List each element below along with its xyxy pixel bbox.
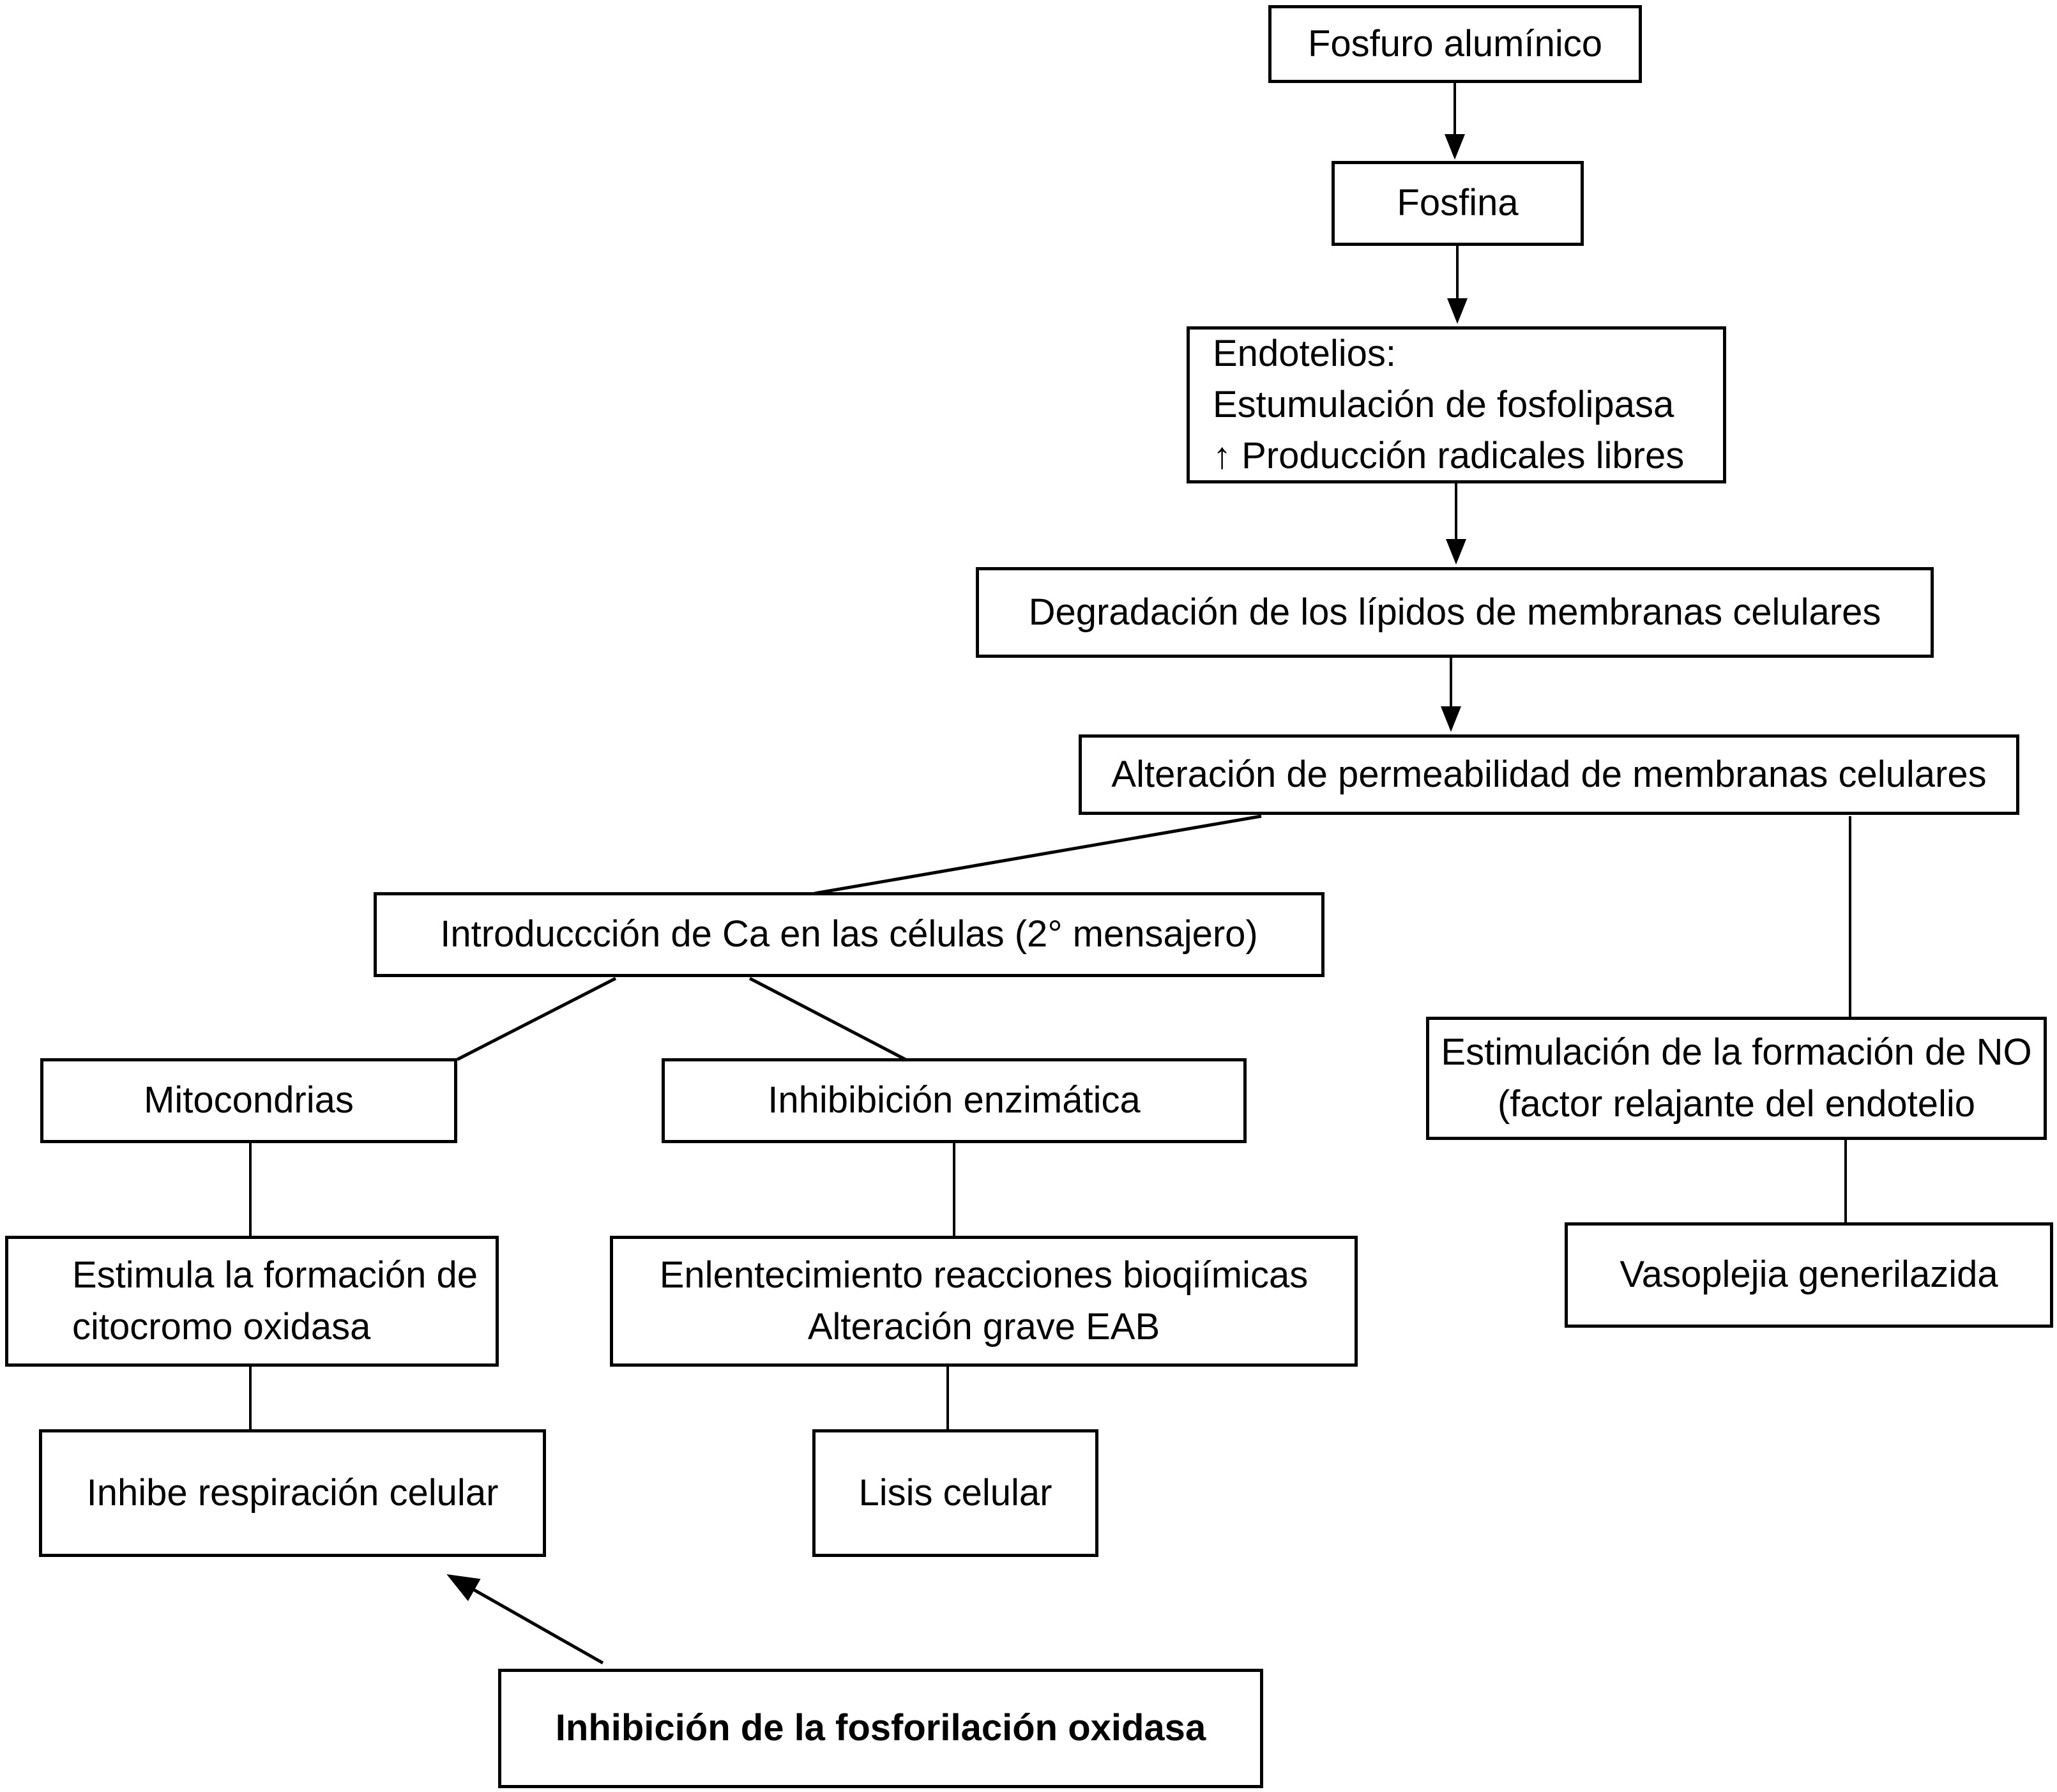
node-fosfina: Fosfina: [1332, 161, 1584, 246]
node-inhibe-respiracion: Inhibe respiración celular: [39, 1429, 546, 1557]
line-introduccion-to-inhibibicion: [748, 976, 907, 1061]
node-alteracion-permeabilidad: Alteración de permeabilidad de membranas…: [1079, 734, 2019, 815]
node-enlentecimiento: Enlentecimiento reacciones bioqiímicas A…: [610, 1236, 1358, 1367]
arrow-fosforilacion-to-inhibe: [446, 1574, 604, 1665]
node-endotelios: Endotelios: Estumulación de fosfolipasa …: [1187, 326, 1726, 483]
node-inhibibicion-enzimatica: Inhibibición enzimática: [662, 1058, 1247, 1143]
node-inhibicion-fosforilacion: Inhibición de la fosforilación oxidasa: [498, 1669, 1263, 1788]
node-estimulacion-no: Estimulación de la formación de NO (fact…: [1426, 1017, 2047, 1140]
node-lisis-celular: Lisis celular: [812, 1429, 1098, 1557]
node-estimula-citocromo: Estimula la formación de citocromo oxida…: [5, 1236, 499, 1367]
node-mitocondrias: Mitocondrias: [40, 1058, 457, 1143]
node-introduccion-ca: Introduccción de Ca en las células (2° m…: [374, 892, 1325, 977]
line-alteracion-to-introduccion: [814, 814, 1262, 895]
node-vasoplejia: Vasoplejia generilazida: [1565, 1222, 2053, 1328]
line-introduccion-to-mitocondrias: [456, 976, 617, 1061]
node-fosfuro-aluminico: Fosfuro alumínico: [1268, 5, 1642, 83]
node-degradacion-lipidos: Degradación de los lípidos de membranas …: [976, 567, 1934, 658]
